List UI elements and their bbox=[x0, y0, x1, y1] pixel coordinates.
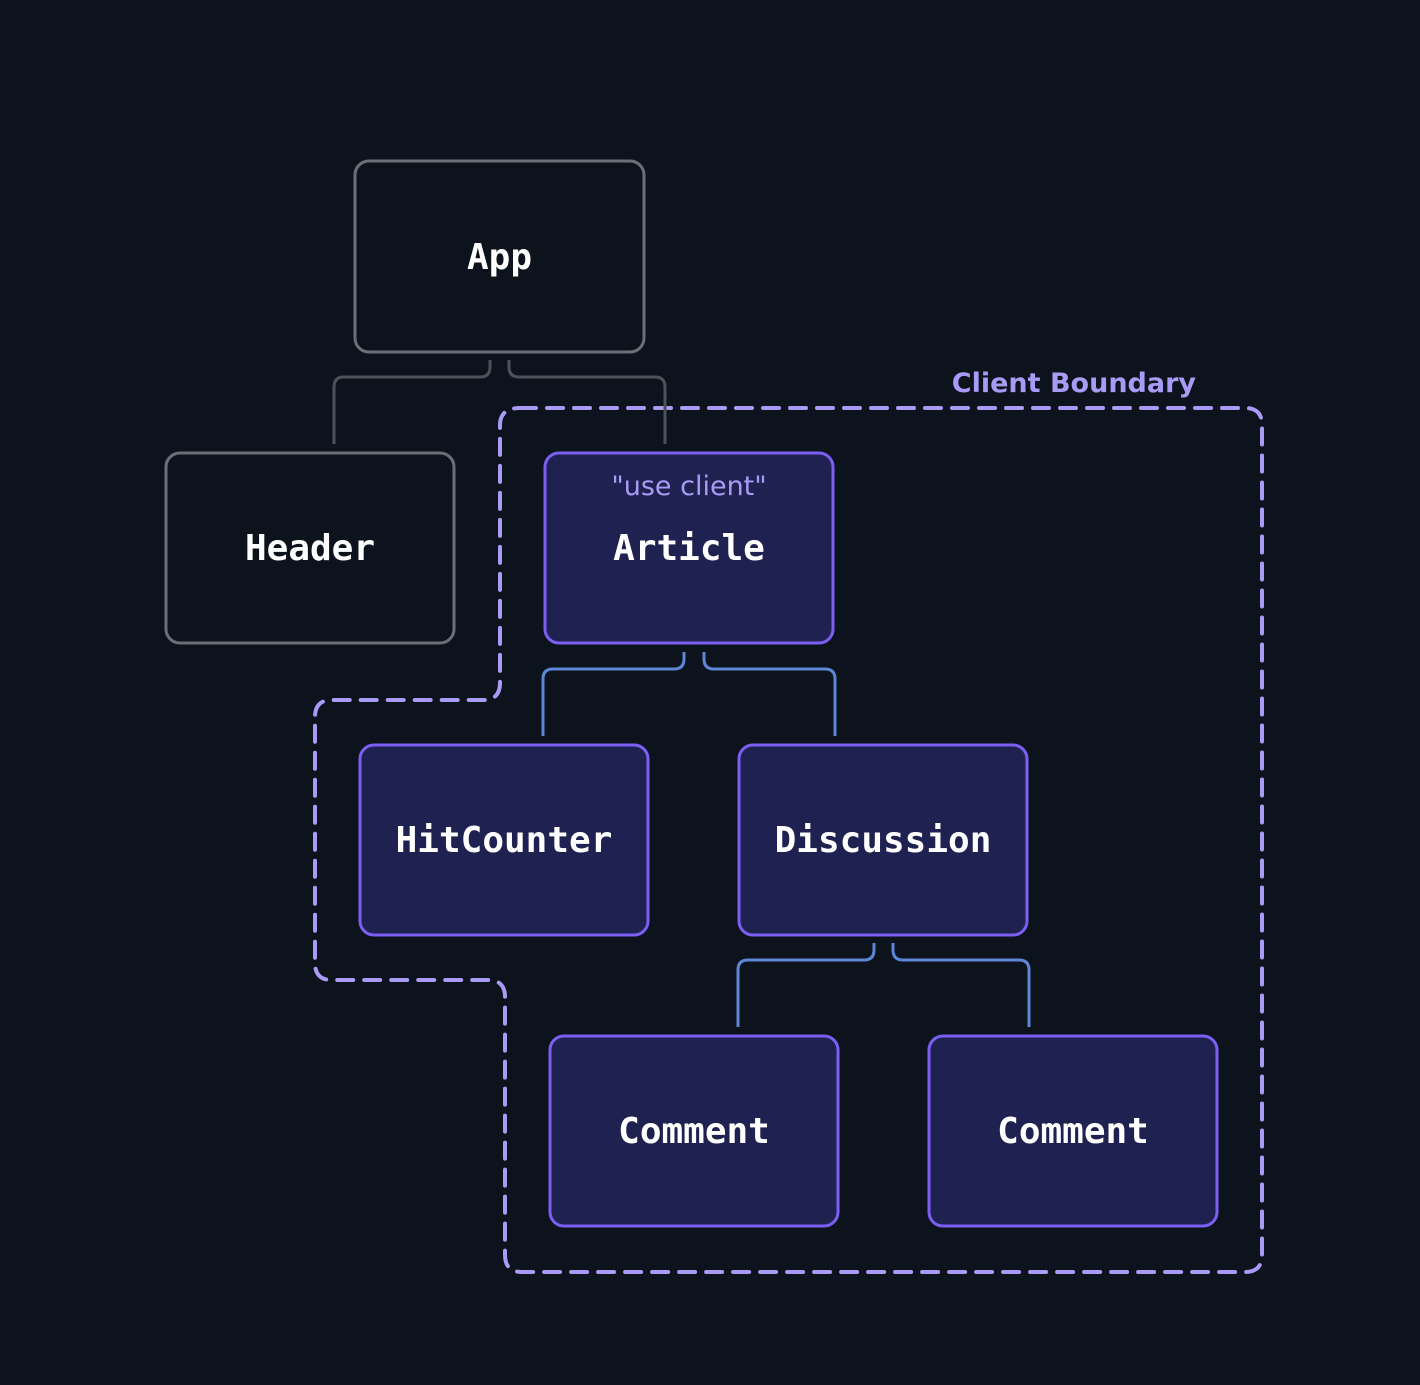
node-app-label: App bbox=[467, 237, 532, 278]
node-comment-1: Comment bbox=[548, 1034, 840, 1228]
node-comment-1-label: Comment bbox=[618, 1111, 770, 1152]
node-discussion: Discussion bbox=[737, 743, 1029, 937]
node-app: App bbox=[353, 159, 646, 354]
client-boundary-outline bbox=[313, 406, 1264, 1274]
node-article-directive: "use client" bbox=[611, 471, 766, 502]
node-article-label: Article bbox=[613, 528, 765, 569]
edge-article-discussion bbox=[702, 652, 837, 736]
node-hitcounter: HitCounter bbox=[358, 743, 650, 937]
node-header: Header bbox=[164, 451, 456, 645]
node-comment-2-label: Comment bbox=[997, 1111, 1149, 1152]
edge-discussion-comment-2 bbox=[891, 943, 1031, 1027]
edge-article-hitcounter bbox=[541, 652, 686, 736]
node-comment-2: Comment bbox=[927, 1034, 1219, 1228]
edge-app-header bbox=[332, 360, 492, 444]
edge-discussion-comment-1 bbox=[736, 943, 876, 1027]
node-article: "use client" Article bbox=[543, 451, 835, 645]
node-discussion-label: Discussion bbox=[775, 820, 992, 861]
node-hitcounter-label: HitCounter bbox=[396, 820, 613, 861]
node-header-label: Header bbox=[245, 528, 375, 569]
client-boundary-label: Client Boundary bbox=[952, 368, 1197, 399]
edge-app-article bbox=[507, 360, 667, 444]
